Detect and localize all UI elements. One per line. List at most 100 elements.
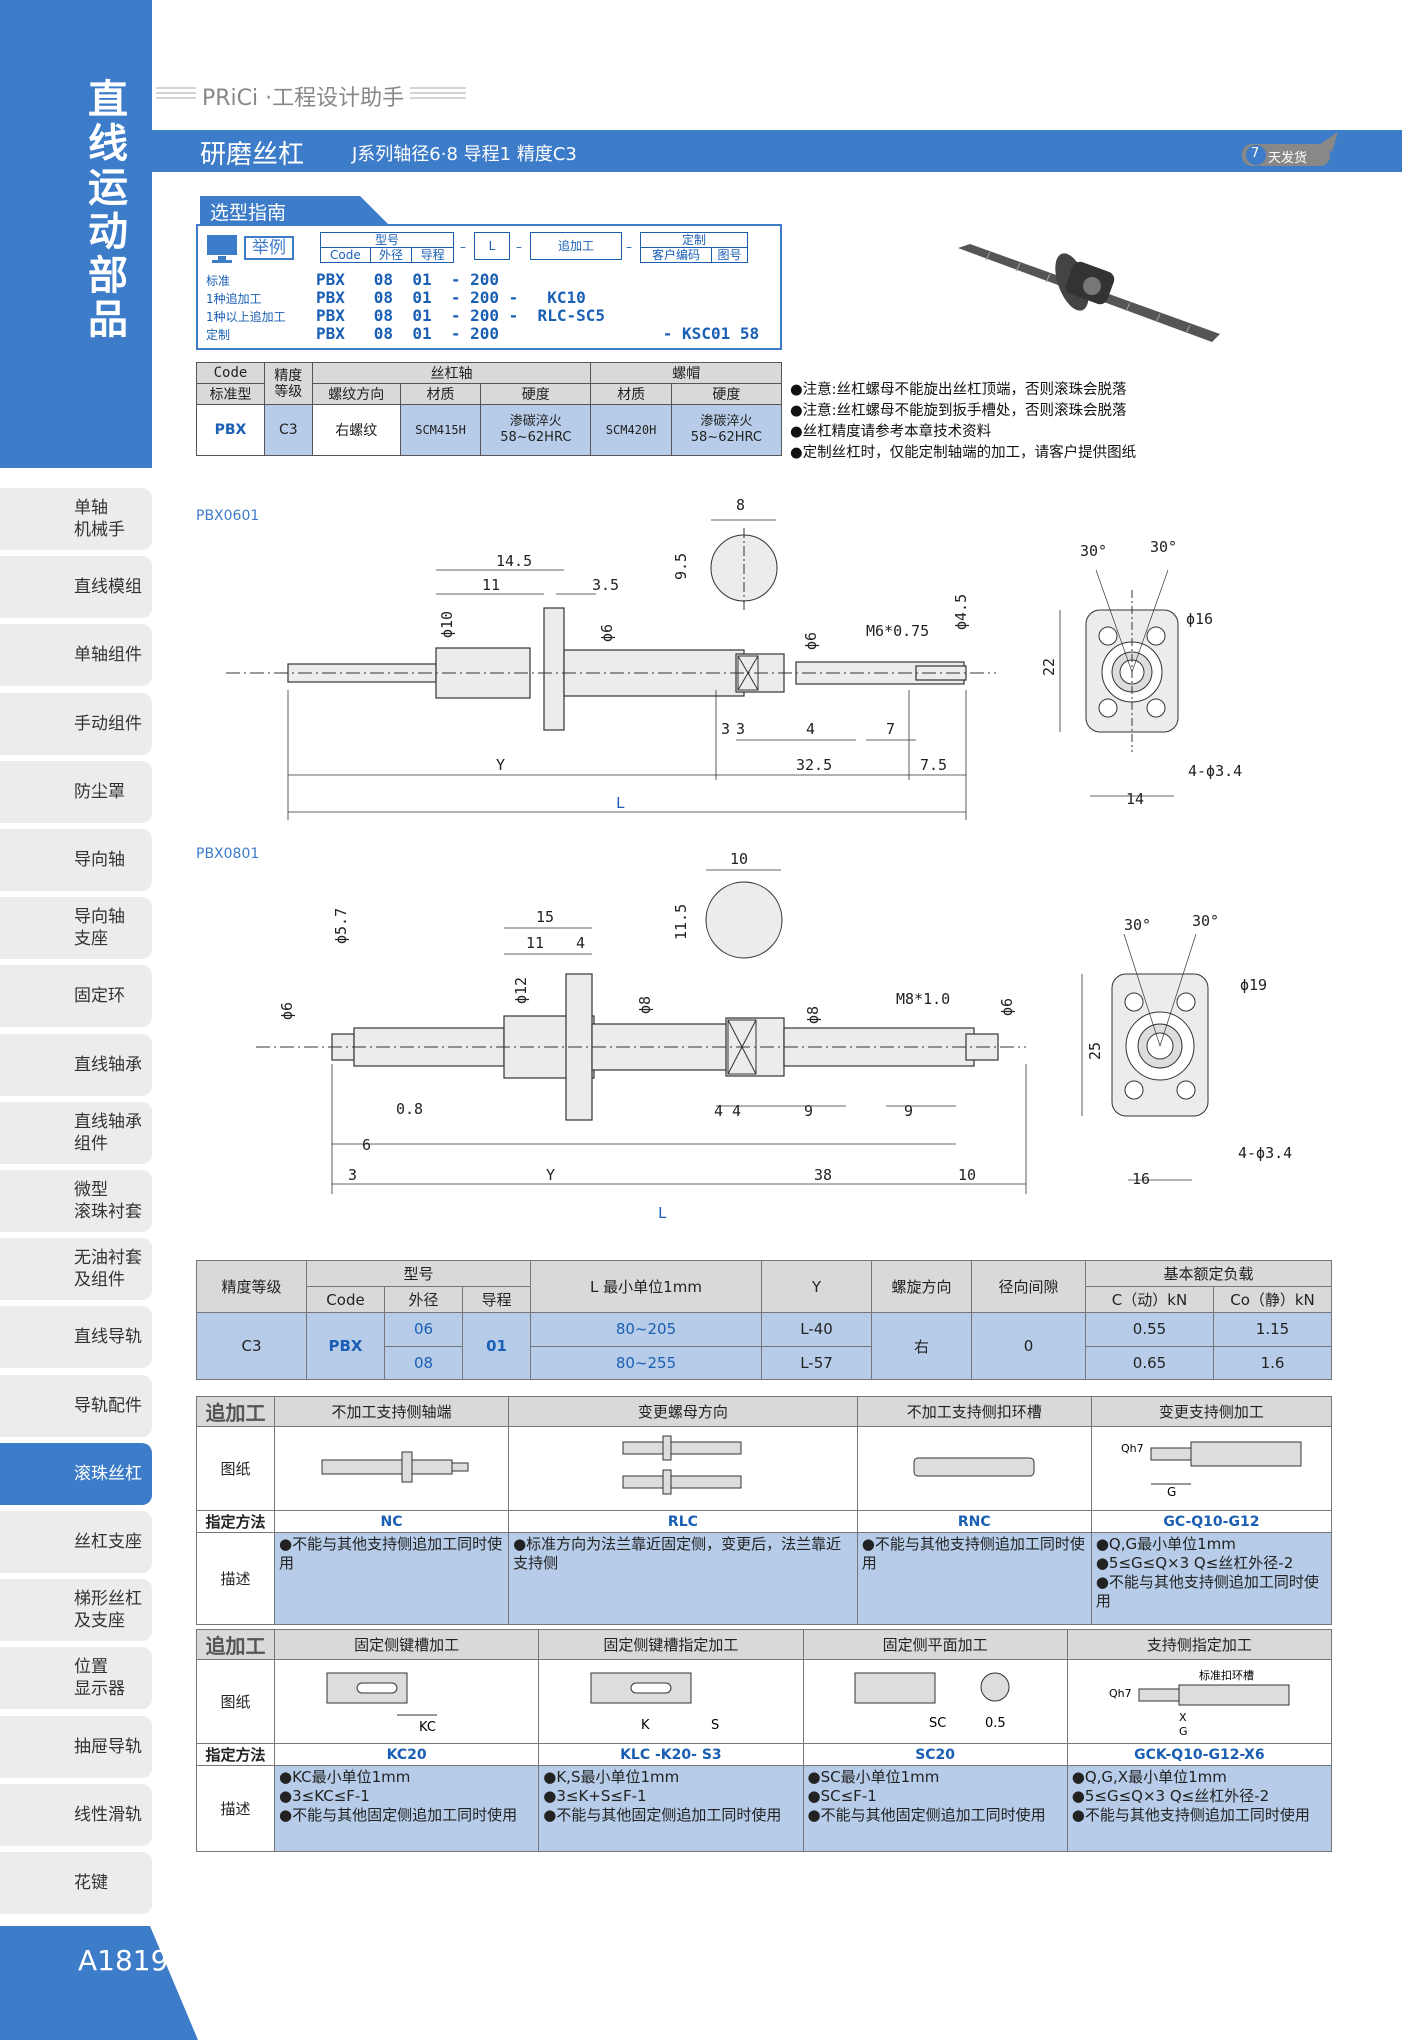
sidebar-item-15[interactable]: 丝杠支座 [0,1511,152,1573]
sidebar-item-1[interactable]: 直线模组 [0,556,152,619]
d1-dim-5: ϕ6 [598,624,616,642]
svg-text:0.5: 0.5 [985,1716,1006,1731]
note-item: ●丝杠精度请参考本章技术资料 [790,424,992,440]
sidebar-item-14[interactable]: 滚珠丝杠 [0,1442,152,1505]
option-desc-line: ●3≤KC≤F-1 [279,1787,370,1805]
spec-h-mat: 材质 [399,383,482,405]
example-row-label: 1种追加工 [206,292,262,306]
option-title: 固定侧键槽指定加工 [538,1629,804,1660]
option-desc-line: ●不能与其他支持侧追加工同时使用 [1095,1573,1319,1610]
option-desc-line: ●标准方向为法兰靠近固定侧，变更后，法兰靠近支持侧 [513,1535,842,1572]
option-method: RNC [856,1510,1092,1533]
drawing-no-label: 图号 [717,248,742,262]
example-row-code: PBX 08 01 - 200 [316,270,500,289]
d1-dim-1: 9.5 [672,553,690,580]
sidebar-item-12[interactable]: 直线导轨 [0,1306,152,1369]
d2-dim-5: ϕ8 [636,996,654,1014]
option-head: 追加工 [196,1396,275,1427]
sidebar-item-0[interactable]: 单轴 机械手 [0,488,152,550]
option-desc-line: ●Q,G,X最小单位1mm [1071,1768,1227,1786]
d2-dim-9: 4-ϕ3.4 [1238,1144,1292,1162]
sidebar-item-20[interactable]: 花键 [0,1852,152,1914]
d1-dim-9: 4-ϕ3.4 [1188,762,1242,780]
sidebar-item-17[interactable]: 位置 显示器 [0,1647,152,1710]
sidebar-item-8[interactable]: 直线轴承 [0,1033,152,1096]
mt-C-0: 0.55 [1085,1312,1214,1347]
sidebar-item-5[interactable]: 导向轴 [0,829,152,891]
svg-text:S: S [711,1718,719,1733]
spec-hard2: 渗碳淬火 58~62HRC [670,404,783,456]
spec-h-grade: 精度 等级 [263,362,313,405]
sidebar-item-13[interactable]: 导轨配件 [0,1374,152,1437]
drawing2-name: PBX0801 [196,846,260,862]
sidebar-item-4[interactable]: 防尘罩 [0,760,152,823]
option-desc-label: 描述 [196,1765,275,1852]
spec-h-nut: 螺帽 [590,362,782,384]
sidebar-item-16[interactable]: 梯形丝杠 及支座 [0,1579,152,1642]
option-title: 不加工支持侧扣环槽 [856,1396,1092,1427]
d2-dim-8: ϕ19 [1240,976,1267,994]
d2-dim-22: 30° [1124,916,1151,934]
mt-h10: C（动）kN [1085,1286,1214,1313]
example-label: 举例 [244,236,294,260]
sidebar-item-10[interactable]: 微型 滚珠衬套 [0,1170,152,1232]
d1-dim-12: 3 [736,720,745,738]
mt-h6: Y [761,1260,872,1313]
spec-mat2: SCM420H [590,404,672,456]
d2-tol-2: ϕ5.7 [332,908,350,944]
d1-tol-2: ϕ6 [802,632,820,650]
spec-h-shaft: 丝杠轴 [311,362,592,384]
option-desc-label: 描述 [196,1532,275,1625]
d1-dim-20: 30° [1150,538,1177,556]
option-drawing [856,1426,1092,1511]
option-desc-line: ●3≤K+S≤F-1 [543,1787,647,1805]
spec-h-code: Code [196,362,265,384]
option-desc: ●不能与其他支持侧追加工同时使用 [856,1532,1092,1625]
sidebar-item-2[interactable]: 单轴组件 [0,624,152,687]
option-head: 追加工 [196,1629,275,1660]
option-desc: ●SC最小单位1mm●SC≤F-1●不能与其他固定侧追加工同时使用 [802,1765,1068,1852]
d2-dim-1: 11.5 [672,904,690,940]
d2-dim-12: 6 [362,1136,371,1154]
d1-dim-11: 3 [721,720,730,738]
d2-dim-20: 4 [732,1102,741,1120]
sidebar-item-11[interactable]: 无油衬套 及组件 [0,1238,152,1301]
option-desc: ●KC最小单位1mm●3≤KC≤F-1●不能与其他固定侧追加工同时使用 [273,1765,540,1852]
d2-dim-23: 30° [1192,912,1219,930]
example-row-code: PBX 08 01 - 200 - KC10 [316,288,586,307]
option-desc-line: ●不能与其他支持侧追加工同时使用 [861,1535,1085,1572]
option-desc-line: ●不能与其他固定侧追加工同时使用 [543,1806,782,1824]
option-desc-line: ●5≤G≤Q×3 Q≤丝杠外径-2 [1095,1554,1294,1572]
option-title: 不加工支持侧轴端 [273,1396,510,1427]
delivery-badge: code 7 天发货 [1242,130,1342,170]
d1-tol-1: ϕ10 [438,611,456,638]
d2-tol-3: ϕ12 [512,977,530,1004]
page-number: A1819 [78,1944,169,1977]
spec-dir: 右螺纹 [311,404,401,456]
sidebar-item-6[interactable]: 导向轴 支座 [0,897,152,960]
sidebar-item-18[interactable]: 抽屉导轨 [0,1715,152,1778]
svg-text:G: G [1179,1725,1188,1735]
sidebar-item-19[interactable]: 线性滑轨 [0,1783,152,1846]
custom-header: 定制 客户编码图号 [640,232,748,263]
mt-code: PBX [306,1312,385,1380]
sidebar-item-9[interactable]: 直线轴承 组件 [0,1101,152,1164]
example-row-code: PBX 08 01 - 200 - KSC01 58 [316,324,760,343]
title-bar [152,130,1402,172]
example-row-label: 标准 [206,274,231,288]
badge-num: 7 [1251,146,1260,161]
sidebar-item-3[interactable]: 手动组件 [0,692,152,755]
d2-dim-14: Y [546,1166,555,1184]
svg-text:KC: KC [419,1720,436,1735]
drawing2: 10 11.5 15 11 4 ϕ8 M8*1.0 0.8 6 9 Y 38 1… [256,850,1292,1222]
d2-dim-13: 9 [904,1102,913,1120]
sidebar-item-7[interactable]: 固定环 [0,965,152,1028]
